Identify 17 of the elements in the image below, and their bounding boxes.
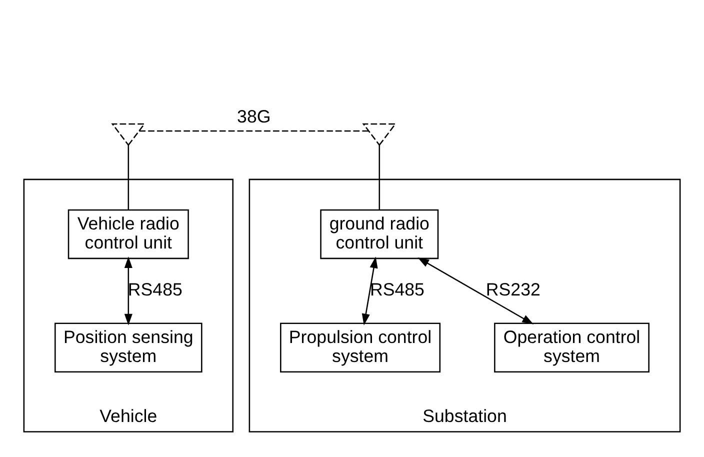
node-antenna xyxy=(362,123,397,146)
connector xyxy=(378,145,380,210)
edge-label: RS485 xyxy=(370,280,424,300)
node-box: Position sensing system xyxy=(54,322,202,372)
connector xyxy=(139,130,368,132)
node-box: Operation control system xyxy=(494,322,650,372)
node-box: Propulsion control system xyxy=(280,322,441,372)
edge-label: 38G xyxy=(237,106,271,126)
node-antenna xyxy=(111,123,146,146)
arrow xyxy=(124,256,132,326)
arrow xyxy=(418,258,534,324)
node-box: ground radio control unit xyxy=(320,209,439,260)
node-box: Vehicle radio control unit xyxy=(68,209,189,260)
connector xyxy=(128,145,130,210)
arrow xyxy=(362,256,378,326)
edge-label: RS232 xyxy=(486,280,540,300)
edge-label: RS485 xyxy=(128,280,182,300)
